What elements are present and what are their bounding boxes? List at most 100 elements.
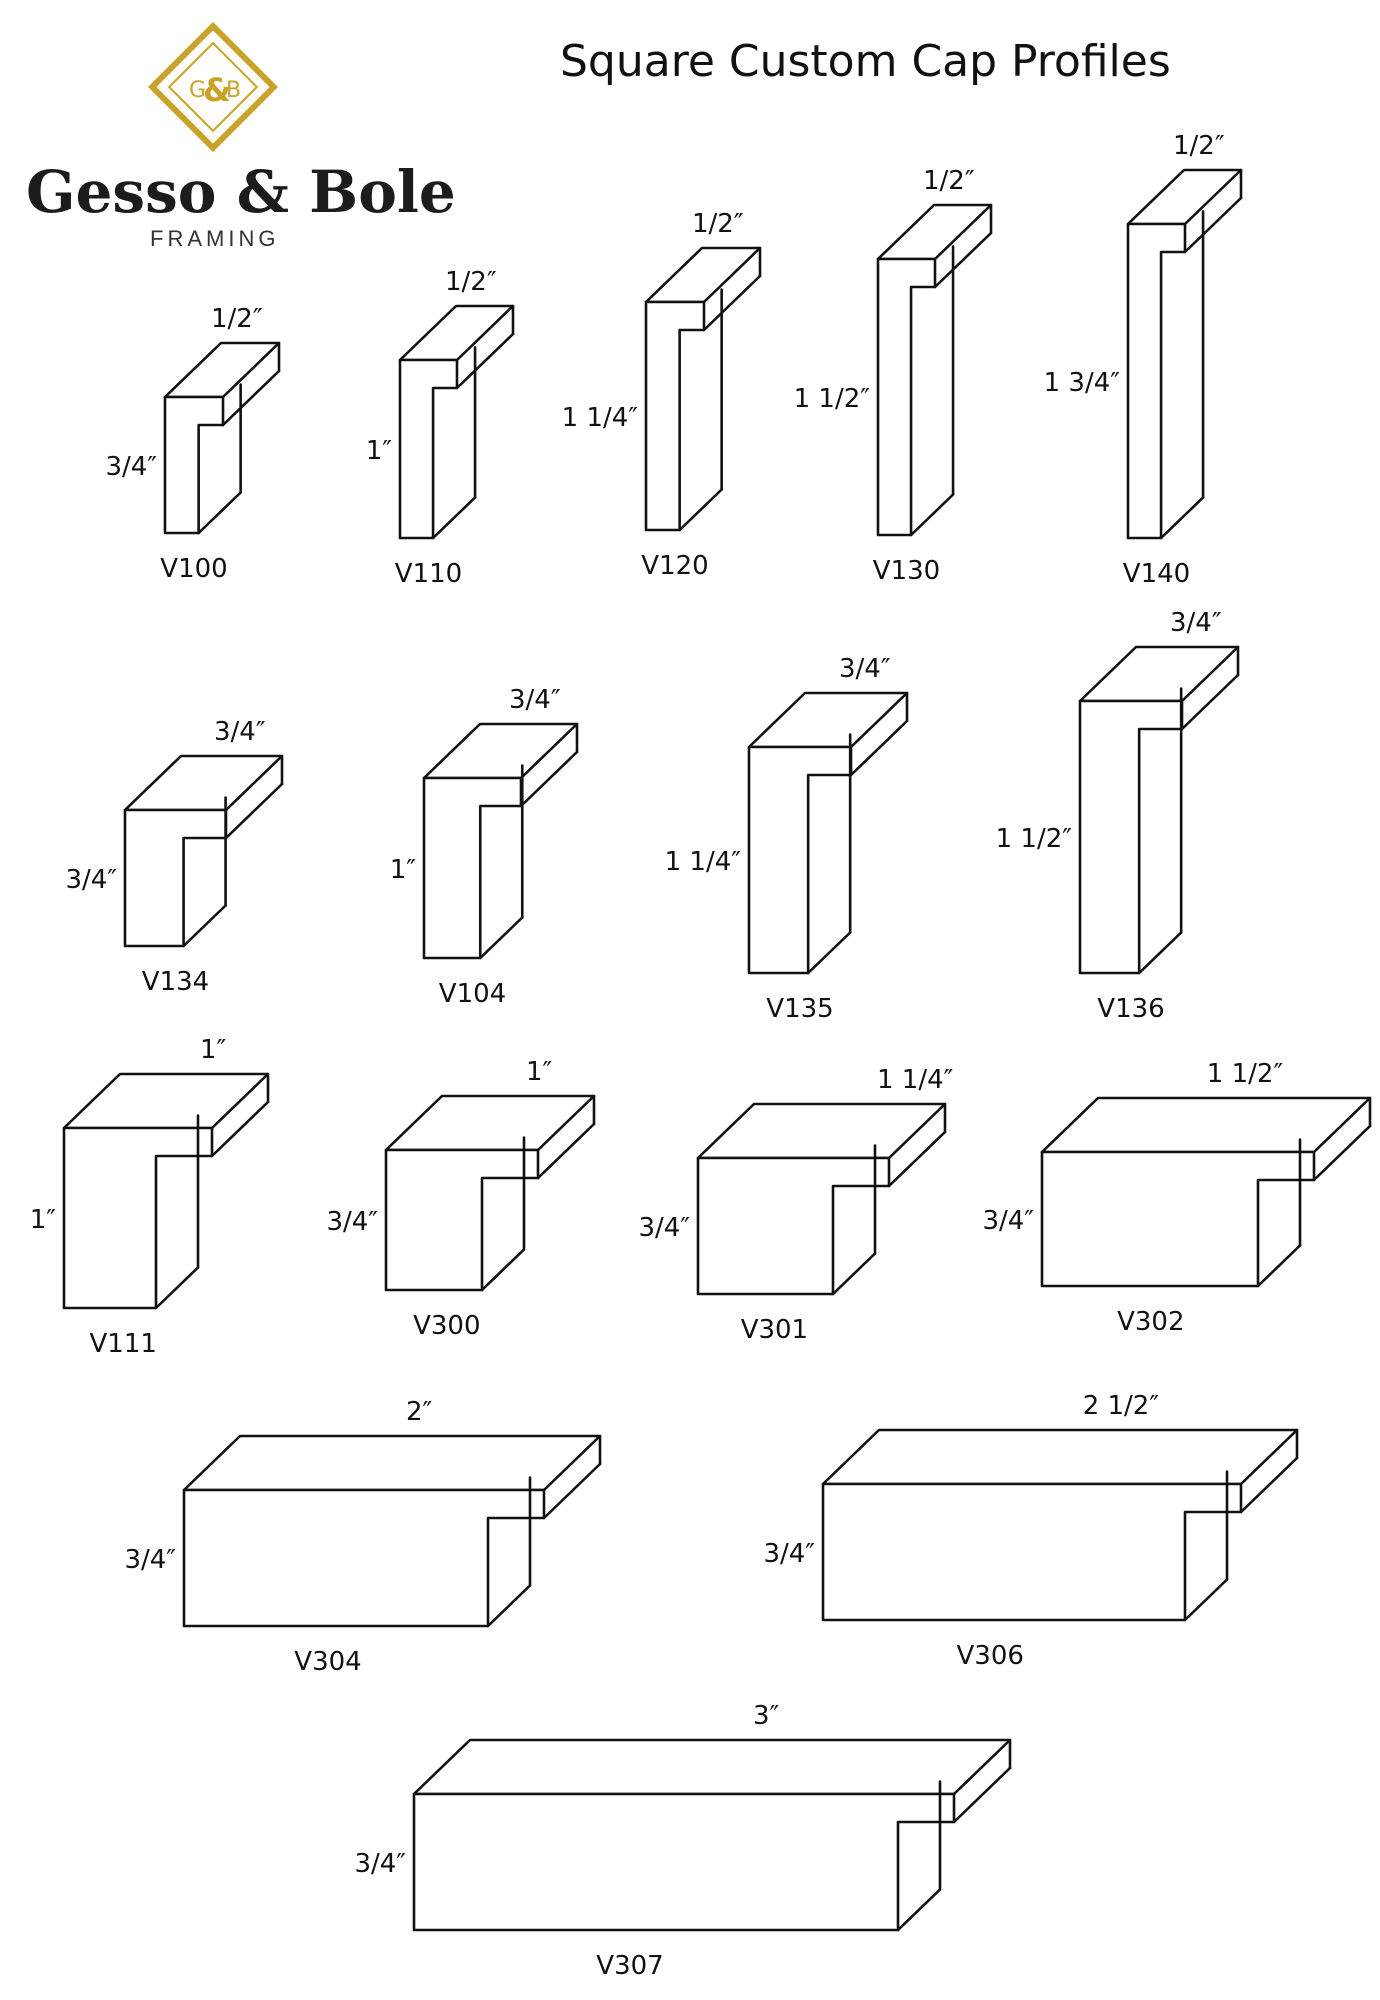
height-label: 1″: [30, 1205, 57, 1235]
profile-v140: 1/2″1 3/4″V140: [1044, 131, 1243, 589]
logo-diamond-inner: [167, 41, 259, 133]
cap-front-face: [696, 1156, 891, 1296]
profile-v307: 3″ 3/4″ V307: [354, 1701, 1012, 1981]
profile-v130: 1/2″ 1 1/2″ V130: [794, 166, 993, 586]
lip-bottom-edge: [536, 1122, 596, 1180]
cap-front-face: [62, 1126, 214, 1310]
model-code: V110: [395, 559, 462, 589]
cap-top-face: [696, 1102, 947, 1160]
cap-front-face: [182, 1488, 546, 1628]
profile-v306: 2 1/2″3/4″V306: [763, 1391, 1299, 1671]
model-code: V111: [89, 1329, 156, 1359]
model-code: V140: [1123, 559, 1190, 589]
model-code: V136: [1097, 994, 1164, 1024]
cap-front-face: [163, 395, 225, 535]
height-label: 3/4″: [105, 452, 157, 482]
slot-bottom-edge: [1256, 1244, 1302, 1288]
lip-bottom-edge: [887, 1130, 947, 1188]
model-code: V307: [596, 1951, 663, 1981]
slot-bottom-edge: [486, 1584, 532, 1628]
cap-top-face: [1040, 1096, 1372, 1154]
model-code: V306: [956, 1641, 1023, 1671]
cap-front-face: [123, 808, 228, 948]
slot-bottom-edge: [182, 904, 227, 948]
logo-diamond-outer: [148, 22, 278, 152]
width-label: 3/4″: [509, 685, 561, 715]
gb-monogram-logo: G & B: [148, 22, 278, 152]
height-label: 1 1/2″: [794, 384, 871, 414]
width-label: 3/4″: [1170, 608, 1222, 638]
model-code: V304: [294, 1647, 361, 1677]
height-label: 1″: [390, 855, 417, 885]
lip-bottom-edge: [455, 332, 515, 390]
model-code: V130: [873, 556, 940, 586]
cap-top-face: [1078, 645, 1240, 703]
model-code: V100: [160, 554, 227, 584]
lip-bottom-edge: [1239, 1456, 1299, 1514]
model-code: V120: [641, 551, 708, 581]
lip-bottom-edge: [849, 719, 909, 777]
width-label: 3/4″: [214, 717, 266, 747]
profile-v110: 1/2″ 1″ V110: [366, 267, 515, 589]
width-label: 1/2″: [692, 209, 744, 239]
width-label: 1″: [526, 1057, 553, 1087]
height-label: 1″: [366, 436, 393, 466]
width-label: 1/2″: [1173, 131, 1225, 161]
slot-bottom-edge: [478, 916, 524, 960]
height-label: 3/4″: [354, 1849, 406, 1879]
brand-name: Gesso & Bole: [26, 158, 456, 226]
lip-bottom-edge: [1183, 196, 1243, 254]
model-code: V135: [766, 994, 833, 1024]
height-label: 3/4″: [65, 865, 117, 895]
cap-top-face: [62, 1072, 270, 1130]
height-label: 1 1/2″: [996, 824, 1073, 854]
slot-bottom-edge: [197, 491, 242, 535]
width-label: 1″: [200, 1035, 227, 1065]
width-label: 1/2″: [923, 166, 975, 196]
cap-front-face: [1078, 699, 1184, 975]
width-label: 1 1/2″: [1207, 1059, 1284, 1089]
cap-front-face: [747, 745, 853, 975]
cap-front-face: [644, 300, 706, 532]
width-label: 2 1/2″: [1083, 1391, 1160, 1421]
profile-v304: 2″3/4″V304: [124, 1397, 602, 1677]
profile-v120: 1/2″1 1/4″V120: [562, 209, 762, 581]
profile-v135: 3/4″ 1 1/4″ V135: [665, 654, 909, 1024]
width-label: 1/2″: [211, 304, 263, 334]
slot-bottom-edge: [1137, 931, 1183, 975]
model-code: V301: [741, 1315, 808, 1345]
cap-front-face: [821, 1482, 1243, 1622]
lip-bottom-edge: [542, 1462, 602, 1520]
lip-bottom-edge: [933, 231, 993, 289]
profile-v300: 1″3/4″V300: [326, 1057, 596, 1341]
slot-bottom-edge: [1183, 1578, 1229, 1622]
width-label: 3″: [753, 1701, 780, 1731]
width-label: 2″: [406, 1397, 433, 1427]
cap-top-face: [384, 1094, 596, 1152]
slot-bottom-edge: [1159, 496, 1205, 540]
logo-ampersand: &: [203, 71, 231, 109]
height-label: 3/4″: [982, 1206, 1034, 1236]
cap-front-face: [1126, 222, 1187, 540]
slot-bottom-edge: [909, 493, 955, 537]
height-label: 1 1/4″: [665, 847, 742, 877]
width-label: 3/4″: [839, 654, 891, 684]
page-title: Square Custom Cap Profiles: [560, 36, 1171, 87]
model-code: V302: [1117, 1307, 1184, 1337]
width-label: 1 1/4″: [877, 1065, 954, 1095]
model-code: V104: [439, 979, 506, 1009]
cap-top-face: [747, 691, 909, 749]
cap-top-face: [123, 754, 284, 812]
cap-top-face: [412, 1738, 1012, 1796]
slot-bottom-edge: [480, 1248, 526, 1292]
slot-bottom-edge: [154, 1266, 200, 1310]
profile-v100: 1/2″ 3/4″ V100: [105, 304, 281, 584]
slot-bottom-edge: [678, 488, 723, 532]
width-label: 1/2″: [445, 267, 497, 297]
cap-front-face: [384, 1148, 540, 1292]
lip-bottom-edge: [1312, 1124, 1372, 1182]
lip-bottom-edge: [221, 369, 281, 427]
cap-front-face: [412, 1792, 956, 1932]
lip-bottom-edge: [210, 1100, 270, 1158]
